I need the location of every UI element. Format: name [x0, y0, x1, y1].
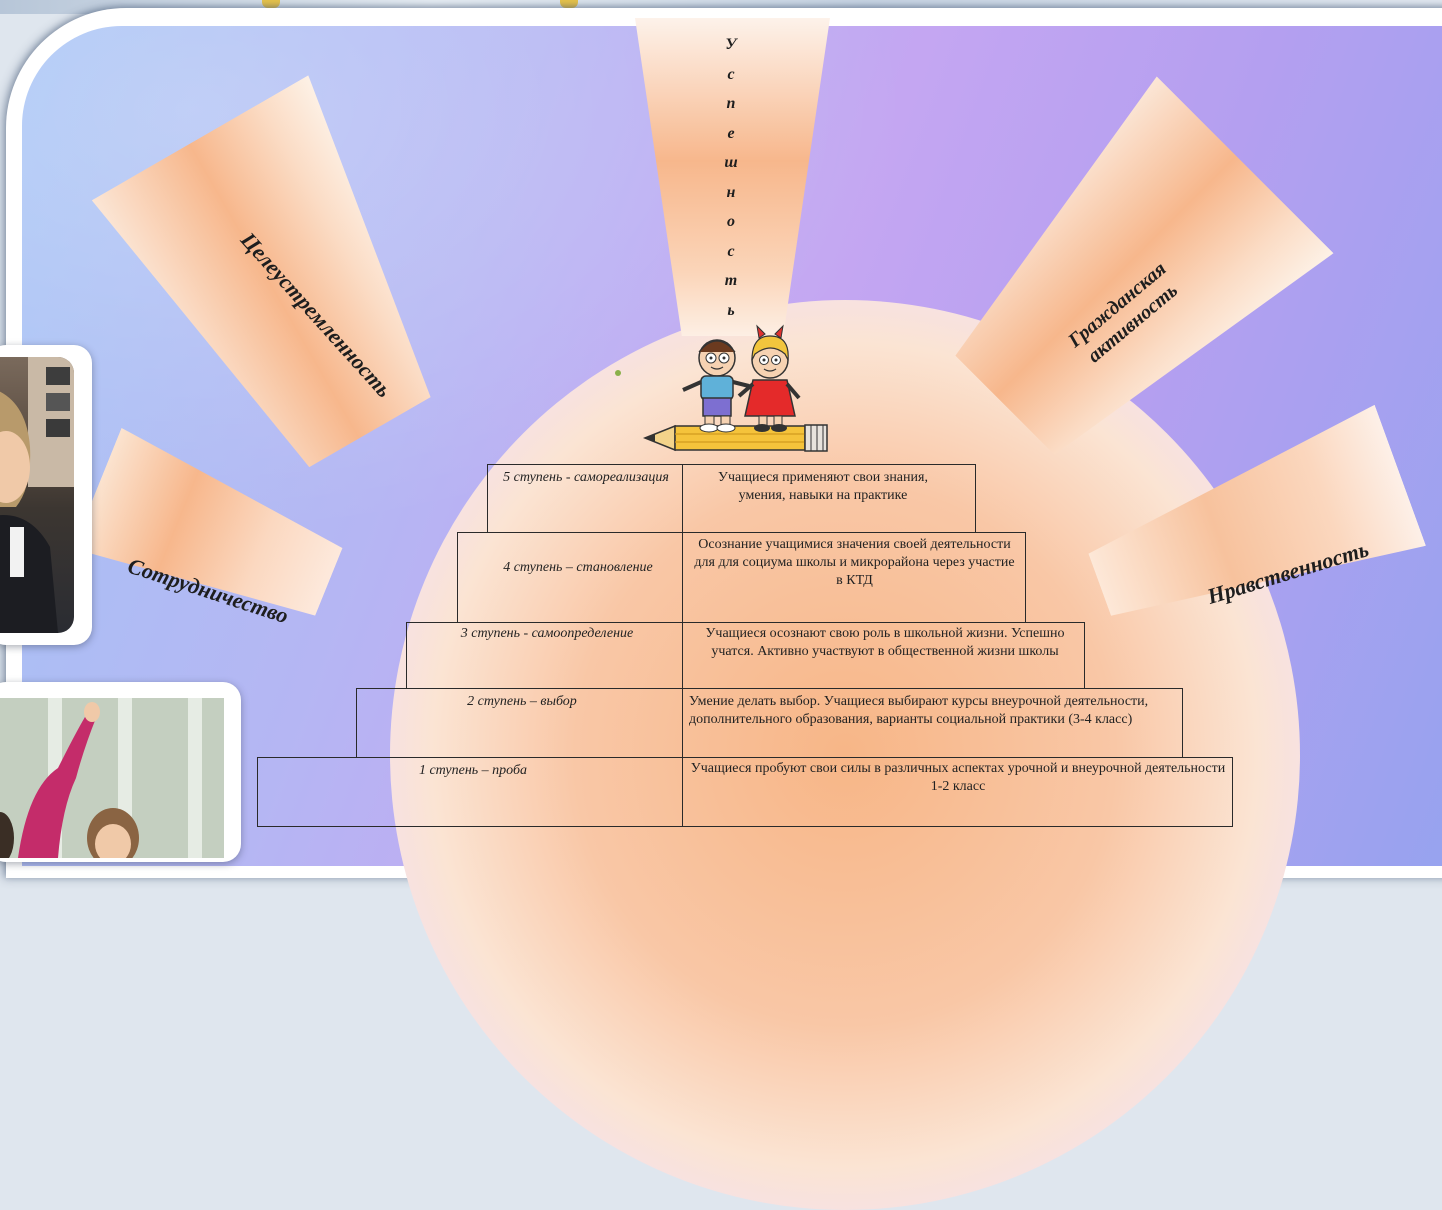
ray-letter: ш [724, 154, 738, 171]
ray-letter: е [727, 124, 735, 142]
step-row-5: 5 ступень - самореализация Учащиеся прим… [487, 464, 976, 533]
ray-letter: с [727, 65, 735, 83]
schoolgirl-photo [0, 357, 74, 633]
ray-letter: У [725, 36, 737, 53]
children-on-pencil-illustration [642, 324, 828, 452]
step-description: Учащиеся применяют свои знания, умения, … [718, 470, 928, 503]
step-title: 5 ступень - самореализация [503, 470, 669, 485]
ray-letter: т [724, 272, 738, 289]
ray-letter: п [726, 95, 736, 112]
step-description: Осознание учащимися значения своей деяте… [694, 537, 1015, 588]
step-description: Учащиеся пробуют свои силы в различных а… [690, 761, 1226, 794]
classroom-photo [0, 698, 224, 858]
strip-decoration [560, 0, 578, 8]
step-row-2: 2 ступень – выбор Умение делать выбор. У… [356, 688, 1183, 758]
ray-label-success: У с п е ш н о с т ь [700, 30, 762, 325]
step-row-3: 3 ступень - самоопределение Учащиеся осо… [406, 622, 1085, 689]
ray-letter: о [727, 213, 735, 230]
step-row-1: 1 ступень – проба Учащиеся пробуют свои … [257, 757, 1233, 827]
ray-letter: ь [727, 301, 735, 319]
strip-decoration [262, 0, 280, 8]
step-description: Умение делать выбор. Учащиеся выбирают к… [689, 694, 1149, 727]
green-dot [615, 370, 621, 376]
photo-card-classroom [0, 682, 241, 862]
step-title: 2 ступень – выбор [467, 694, 577, 709]
ray-letter: с [727, 242, 735, 260]
step-title: 3 ступень - самоопределение [460, 626, 634, 641]
step-description: Учащиеся осознают свою роль в школьной ж… [705, 626, 1065, 659]
step-row-4: 4 ступень – становление Осознание учащим… [457, 532, 1026, 623]
step-title: 4 ступень – становление [503, 560, 653, 575]
photo-card-schoolgirl [0, 345, 92, 645]
ray-letter: н [726, 183, 736, 201]
step-title: 1 ступень – проба [418, 763, 528, 778]
